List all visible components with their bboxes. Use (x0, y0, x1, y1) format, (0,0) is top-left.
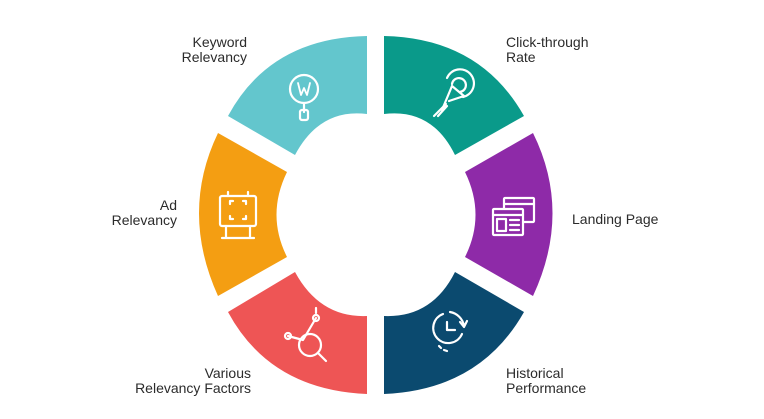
segment-historical-performance (384, 272, 524, 394)
web-pages-icon (491, 196, 536, 237)
segment-ad-relevancy (199, 133, 287, 296)
segment-click-through-rate (384, 36, 524, 155)
label-landing-page: Landing Page (572, 211, 659, 227)
magnifier-w-icon (288, 73, 320, 122)
segment-keyword-relevancy (228, 36, 367, 155)
segment-various-relevancy-factors (228, 272, 367, 394)
pie-history-icon (432, 310, 469, 353)
cursor-click-icon (432, 68, 476, 118)
magnifier-chart-icon (283, 306, 328, 363)
billboard-icon (218, 190, 258, 240)
